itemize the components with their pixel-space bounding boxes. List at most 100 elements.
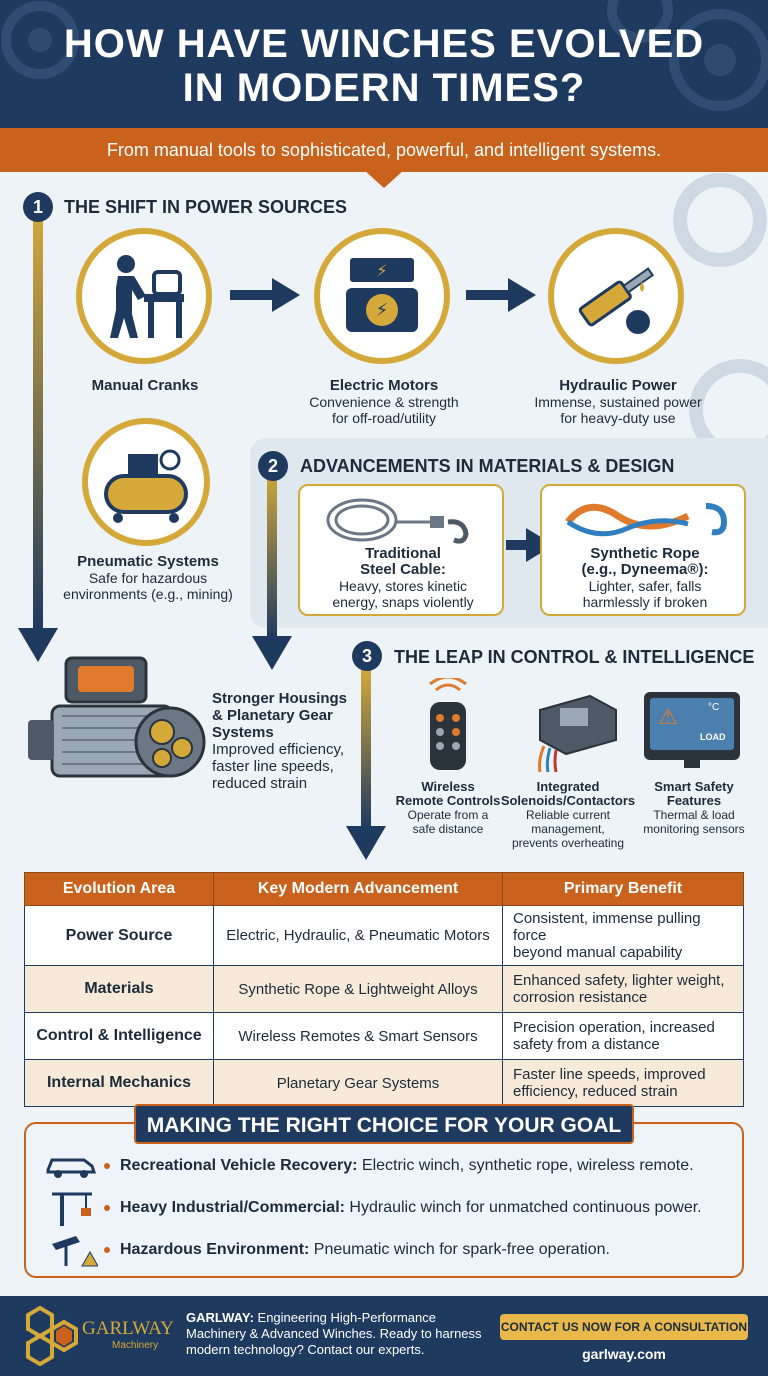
logo-subtext: Machinery: [112, 1340, 159, 1351]
solenoid-icon: [538, 694, 617, 773]
title-line-1: HOW HAVE WINCHES EVOLVED: [63, 22, 705, 66]
gear-desc-2: faster line speeds,: [212, 758, 334, 775]
subtitle-notch: [364, 170, 404, 188]
timeline-line-1: [33, 210, 43, 630]
solenoid-label: Integrated Solenoids/Contactors Reliable…: [500, 780, 636, 851]
gear-title-3: Systems: [212, 724, 274, 741]
electric-motor-label: Electric Motors Convenience & strength f…: [294, 377, 474, 427]
arrow-steel-synthetic: [506, 540, 528, 550]
gear-background-icon: [1, 0, 768, 111]
pneumatic-circle: [82, 418, 210, 546]
safety-desc-2: monitoring sensors: [643, 822, 745, 836]
safety-monitor-icon: ⚠ °C LOAD: [644, 692, 740, 760]
website-link[interactable]: garlway.com: [582, 1346, 666, 1362]
electric-desc-1: Convenience & strength: [309, 394, 459, 410]
title-line-2: IN MODERN TIMES?: [182, 66, 586, 110]
gear-label: Stronger Housings & Planetary Gear Syste…: [212, 690, 362, 792]
synthetic-title-1: Synthetic Rope: [590, 545, 700, 562]
load-label: LOAD: [700, 732, 726, 742]
monitor-stand: [684, 760, 700, 768]
synthetic-desc-2: harmlessly if broken: [582, 594, 708, 610]
comparison-table: Evolution Area Key Modern Advancement Pr…: [24, 872, 744, 1107]
section-3-title: THE LEAP IN CONTROL & INTELLIGENCE: [394, 647, 755, 667]
footer: GARLWAY Machinery GARLWAY: Engineering H…: [0, 1296, 768, 1376]
crane-icon: [52, 1192, 92, 1226]
timeline-arrowhead-2: [252, 636, 292, 670]
table-cell-area: Power Source: [24, 905, 214, 966]
solenoid-title-2: Solenoids/Contactors: [500, 793, 636, 808]
timeline-arrowhead-3: [346, 826, 386, 860]
benefit-line: Enhanced safety, lighter weight,: [513, 972, 725, 989]
goal-item: Recreational Vehicle Recovery: Electric …: [120, 1157, 694, 1175]
table-cell-advancement: Planetary Gear Systems: [213, 1059, 503, 1107]
benefit-line: Faster line speeds, improved: [513, 1066, 706, 1083]
table-header: Evolution Area: [24, 872, 214, 906]
timeline-line-3: [361, 668, 371, 828]
table-cell-advancement: Wireless Remotes & Smart Sensors: [213, 1012, 503, 1060]
synthetic-rope-card: Synthetic Rope (e.g., Dyneema®): Lighter…: [540, 484, 746, 616]
section-1-title: THE SHIFT IN POWER SOURCES: [64, 197, 348, 217]
electric-motor-title: Electric Motors: [329, 377, 439, 394]
table-cell-advancement: Electric, Hydraulic, & Pneumatic Motors: [213, 905, 503, 966]
steel-title-2: Steel Cable:: [360, 561, 446, 578]
goal-text: Hydraulic winch for unmatched continuous…: [344, 1199, 702, 1216]
table-row: Control & Intelligence Wireless Remotes …: [24, 1012, 744, 1060]
steel-desc-1: Heavy, stores kinetic: [338, 578, 468, 594]
table-header: Key Modern Advancement: [213, 872, 503, 906]
logo-text: GARLWAY: [82, 1318, 174, 1339]
remote-desc-1: Operate from a: [407, 808, 489, 822]
air-compressor-icon: [104, 449, 188, 523]
steel-cable-icon: [326, 498, 469, 544]
solenoid-desc-3: prevents overheating: [511, 836, 625, 850]
pneumatic-title: Pneumatic Systems: [77, 553, 219, 570]
arrow-electric-hydraulic: [466, 290, 510, 300]
electric-desc-2: for off-road/utility: [331, 410, 436, 426]
pneumatic-desc-1: Safe for hazardous: [88, 570, 208, 586]
safety-title-2: Features: [666, 793, 722, 808]
table-header: Primary Benefit: [502, 872, 744, 906]
steel-title-1: Traditional: [365, 545, 441, 562]
goal-label: Heavy Industrial/Commercial:: [120, 1199, 345, 1216]
table-cell-area: Control & Intelligence: [24, 1012, 214, 1060]
gear-desc-3: reduced strain: [212, 775, 308, 792]
table-cell-benefit: Enhanced safety, lighter weight,corrosio…: [502, 965, 744, 1013]
goal-text: Pneumatic winch for spark-free operation…: [309, 1241, 610, 1258]
hydraulic-circle: [548, 228, 684, 364]
gear-desc-1: Improved efficiency,: [212, 741, 345, 758]
manual-crank-title: Manual Cranks: [91, 377, 199, 394]
remote-label: Wireless Remote Controls Operate from a …: [390, 780, 506, 837]
footer-desc-2: Machinery & Advanced Winches. Ready to h…: [186, 1326, 482, 1341]
hydraulic-cylinder-icon: [578, 267, 655, 334]
gear-title-2: & Planetary Gear: [212, 707, 333, 724]
safety-label: Smart Safety Features Thermal & load mon…: [636, 780, 752, 837]
synthetic-rope-icon: [565, 503, 728, 537]
steel-cable-label: Traditional Steel Cable: Heavy, stores k…: [300, 545, 506, 611]
manual-crank-icon: [110, 255, 184, 338]
choice-title: MAKING THE RIGHT CHOICE FOR YOUR GOAL: [134, 1104, 634, 1144]
solenoid-desc-2: management,: [531, 822, 605, 836]
hydraulic-title: Hydraulic Power: [559, 377, 677, 394]
oil-pump-warning-icon: [52, 1236, 98, 1267]
timeline-arrowhead-1: [18, 628, 58, 662]
hydraulic-desc-1: Immense, sustained power: [534, 394, 702, 410]
synthetic-title-2: (e.g., Dyneema®):: [581, 561, 709, 578]
table-row: Materials Synthetic Rope & Lightweight A…: [24, 965, 744, 1013]
synthetic-desc-1: Lighter, safer, falls: [588, 578, 702, 594]
solenoid-desc-1: Reliable current: [525, 808, 611, 822]
contact-cta-button[interactable]: CONTACT US NOW FOR A CONSULTATION: [500, 1314, 748, 1340]
hydraulic-desc-2: for heavy-duty use: [560, 410, 676, 426]
table-row: Power Source Electric, Hydraulic, & Pneu…: [24, 905, 744, 966]
page-title: HOW HAVE WINCHES EVOLVED IN MODERN TIMES…: [0, 22, 768, 110]
steel-desc-2: energy, snaps violently: [332, 594, 474, 610]
hydraulic-label: Hydraulic Power Immense, sustained power…: [520, 377, 716, 427]
footer-description: GARLWAY: Engineering High-Performance Ma…: [186, 1310, 486, 1358]
synthetic-rope-label: Synthetic Rope (e.g., Dyneema®): Lighter…: [542, 545, 748, 611]
benefit-line: beyond manual capability: [513, 944, 683, 961]
benefit-line: Precision operation, increased: [513, 1019, 715, 1036]
manual-crank-circle: [76, 228, 212, 364]
benefit-line: efficiency, reduced strain: [513, 1083, 678, 1100]
section-2-title: ADVANCEMENTS IN MATERIALS & DESIGN: [300, 456, 675, 476]
subtitle-bar: From manual tools to sophisticated, powe…: [0, 128, 768, 172]
pneumatic-label: Pneumatic Systems Safe for hazardous env…: [50, 553, 246, 603]
